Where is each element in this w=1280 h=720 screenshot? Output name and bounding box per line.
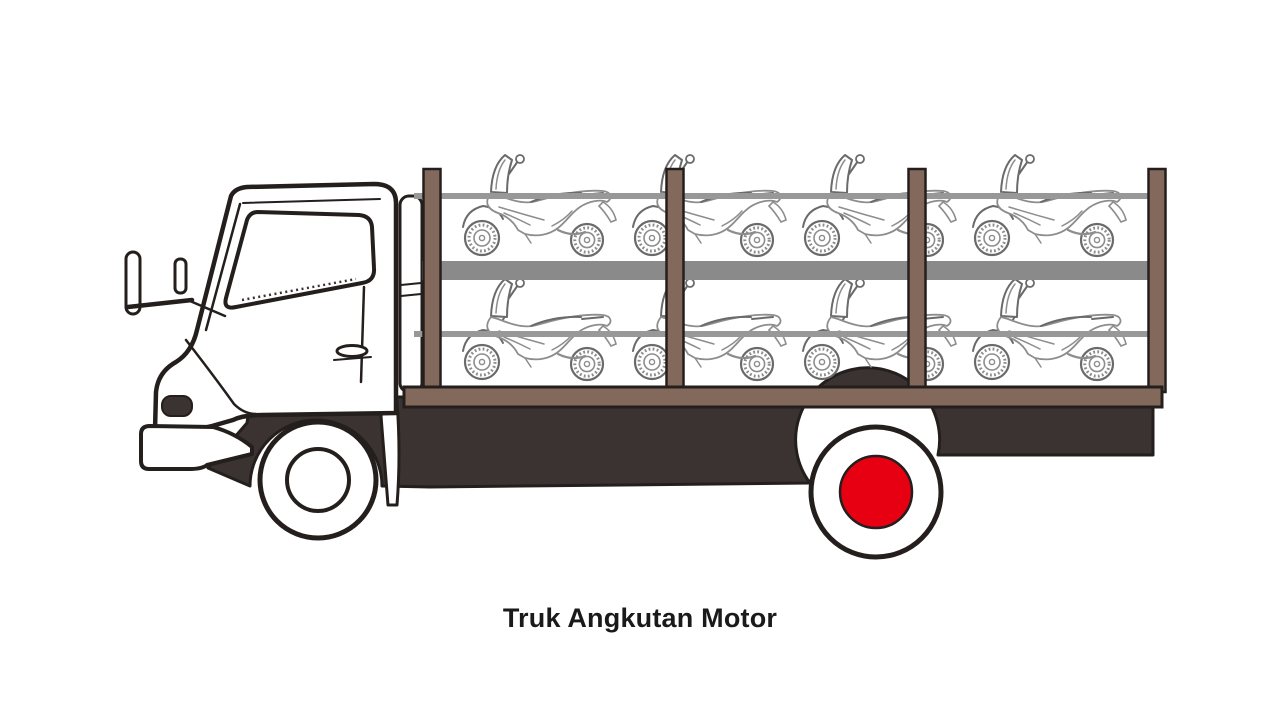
truck-cab — [124, 181, 399, 471]
caption-text: Truk Angkutan Motor — [502, 603, 778, 633]
cab-back-panel — [398, 194, 424, 394]
rack-posts — [422, 167, 1167, 394]
rack-middle-deck-band — [422, 261, 1164, 280]
rack-post — [665, 167, 685, 394]
rear-wheel-red-hub — [838, 454, 914, 530]
mud-flap — [379, 398, 401, 507]
cab-window — [223, 210, 377, 310]
rack-rail — [414, 193, 1164, 199]
motorcycle — [801, 153, 958, 258]
motorcycle — [971, 277, 1128, 382]
front-crease-line — [184, 338, 258, 416]
headlight — [161, 395, 193, 417]
roof-line — [242, 198, 381, 204]
rack-post — [422, 167, 442, 394]
truck — [124, 181, 1155, 560]
rack-rail — [414, 331, 1164, 337]
cargo-rack — [402, 153, 1167, 409]
rear-wheel — [808, 424, 944, 560]
motorcycle — [461, 153, 618, 258]
image-caption: Truk Angkutan Motor — [0, 603, 1280, 634]
motorcycle — [971, 153, 1128, 258]
motorcycle — [801, 277, 958, 382]
rack-rails — [414, 193, 1164, 337]
motorcycle — [631, 153, 788, 258]
door-edge-line — [359, 285, 366, 384]
rack-floor-plank — [402, 385, 1164, 409]
motorcycle — [631, 277, 788, 382]
door-handle — [333, 344, 372, 361]
rack-post — [1147, 167, 1167, 394]
motorcycle — [461, 277, 618, 382]
front-wheel — [257, 419, 379, 541]
side-mirror — [124, 250, 227, 318]
rack-post — [907, 167, 927, 394]
front-bumper — [139, 424, 254, 471]
